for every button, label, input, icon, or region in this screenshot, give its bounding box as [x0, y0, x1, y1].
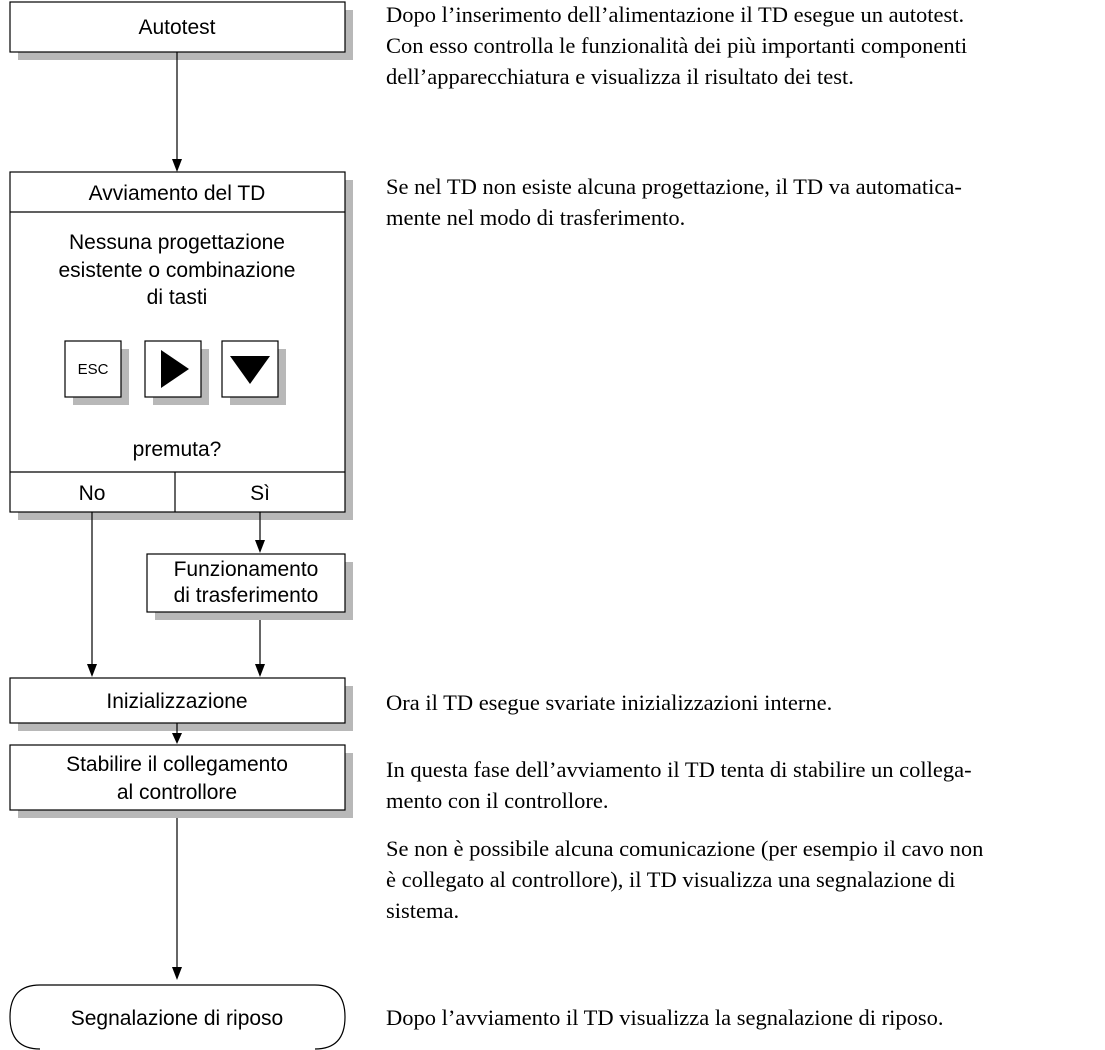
initialization-node: Inizializzazione	[9, 677, 353, 731]
initialization-label: Inizializzazione	[106, 690, 247, 713]
connection-line-2: al controllore	[117, 781, 237, 804]
autotest-label: Autotest	[138, 16, 215, 39]
description-initialization: Ora il TD esegue svariate inizializzazio…	[386, 690, 832, 715]
description-startup-line-1: Se nel TD non esiste alcuna progettazion…	[386, 174, 962, 199]
transfer-mode-node: Funzionamento di trasferimento	[146, 553, 353, 620]
description-connection-line-2: mento con il controllore.	[386, 788, 608, 813]
arrow-transfer-to-initialization	[255, 620, 265, 677]
description-autotest: Dopo l’inserimento dell’alimentazione il…	[386, 2, 967, 89]
description-no-communication-line-2: è collegato al controllore), il TD visua…	[386, 867, 955, 892]
connection-node: Stabilire il collegamento al controllore	[9, 744, 353, 818]
transfer-mode-line-2: di trasferimento	[174, 584, 319, 607]
branch-yes-label: Sì	[250, 482, 270, 505]
startup-question-line-1: Nessuna progettazione	[69, 231, 285, 254]
idle-message-terminal: Segnalazione di riposo	[9, 984, 346, 1050]
arrow-no-to-initialization	[87, 512, 97, 677]
esc-key-label: ESC	[78, 361, 109, 378]
description-initialization-line-1: Ora il TD esegue svariate inizializzazio…	[386, 690, 832, 715]
autotest-node: Autotest	[9, 1, 353, 60]
description-no-communication: Se non è possibile alcuna comunicazione …	[386, 836, 983, 923]
description-autotest-line-1: Dopo l’inserimento dell’alimentazione il…	[386, 2, 964, 27]
transfer-mode-line-1: Funzionamento	[174, 558, 319, 581]
description-no-communication-line-3: sistema.	[386, 898, 459, 923]
description-startup-line-2: mente nel modo di trasferimento.	[386, 205, 685, 230]
description-connection-line-1: In questa fase dell’avviamento il TD ten…	[386, 757, 972, 782]
description-startup: Se nel TD non esiste alcuna progettazion…	[386, 174, 962, 230]
description-autotest-line-3: dell’apparecchiatura e visualizza il ris…	[386, 64, 854, 89]
description-idle: Dopo l’avviamento il TD visualizza la se…	[386, 1005, 944, 1030]
startup-title: Avviamento del TD	[89, 182, 266, 205]
arrow-initialization-to-connection	[172, 723, 182, 744]
startup-question-line-2: esistente o combinazione	[59, 259, 296, 282]
startup-question-end: premuta?	[133, 438, 222, 461]
connection-line-1: Stabilire il collegamento	[66, 753, 288, 776]
description-connection: In questa fase dell’avviamento il TD ten…	[386, 757, 972, 813]
idle-message-label: Segnalazione di riposo	[71, 1007, 283, 1030]
right-arrow-key-icon	[144, 340, 209, 405]
arrow-yes-to-transfer	[255, 512, 265, 553]
startup-decision-node: Avviamento del TD Nessuna progettazione …	[9, 171, 353, 520]
esc-key-icon: ESC	[64, 340, 129, 405]
branch-no-label: No	[79, 482, 106, 505]
arrow-autotest-to-startup	[172, 52, 182, 172]
description-autotest-line-2: Con esso controlla le funzionalità dei p…	[386, 33, 967, 58]
arrow-connection-to-idle	[172, 818, 182, 980]
description-no-communication-line-1: Se non è possibile alcuna comunicazione …	[386, 836, 983, 861]
description-idle-line-1: Dopo l’avviamento il TD visualizza la se…	[386, 1005, 944, 1030]
startup-question-line-3: di tasti	[147, 286, 208, 309]
down-arrow-key-icon	[221, 340, 286, 405]
